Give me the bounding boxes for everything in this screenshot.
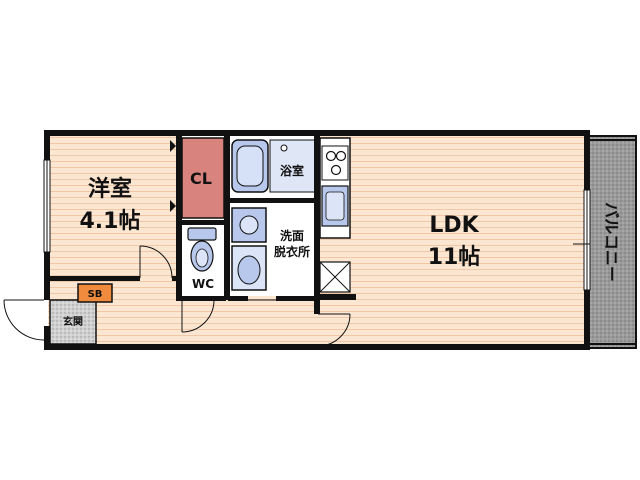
shoe-box-label: SB (88, 289, 103, 300)
kitchen-sink (321, 185, 349, 227)
washing-machine (231, 207, 267, 243)
closet-door-markers (170, 140, 176, 212)
ldk-label: LDK (429, 213, 479, 238)
closet-label: CL (190, 169, 212, 188)
window-west (43, 159, 51, 253)
washroom-label-line1: 洗面 (280, 228, 304, 243)
balcony (587, 135, 637, 349)
ldk-floor (318, 134, 586, 346)
ldk-size: 11帖 (428, 245, 481, 270)
bathroom-label: 浴室 (280, 163, 304, 178)
balcony-label: バルコニー (602, 202, 621, 282)
toilet-door (181, 299, 215, 333)
western-room-size: 4.1帖 (80, 209, 141, 234)
toilet-label: WC (192, 277, 214, 291)
refrigerator-space (319, 261, 351, 293)
washroom-label-line2: 脱衣所 (274, 244, 310, 259)
walls (44, 130, 590, 350)
window-balcony (573, 189, 591, 291)
western-room-floor (48, 134, 178, 278)
toilet-fixture (187, 227, 217, 272)
front-door (3, 299, 45, 341)
entrance (49, 299, 97, 345)
bathtub (231, 139, 269, 193)
western-room-label: 洋室 (88, 176, 132, 202)
closet (181, 137, 225, 219)
ldk-door (317, 313, 351, 347)
stove (321, 145, 349, 181)
shoe-box (77, 283, 113, 303)
wash-basin (231, 245, 267, 291)
western-room-door (139, 245, 173, 279)
entrance-label: 玄関 (63, 315, 83, 328)
